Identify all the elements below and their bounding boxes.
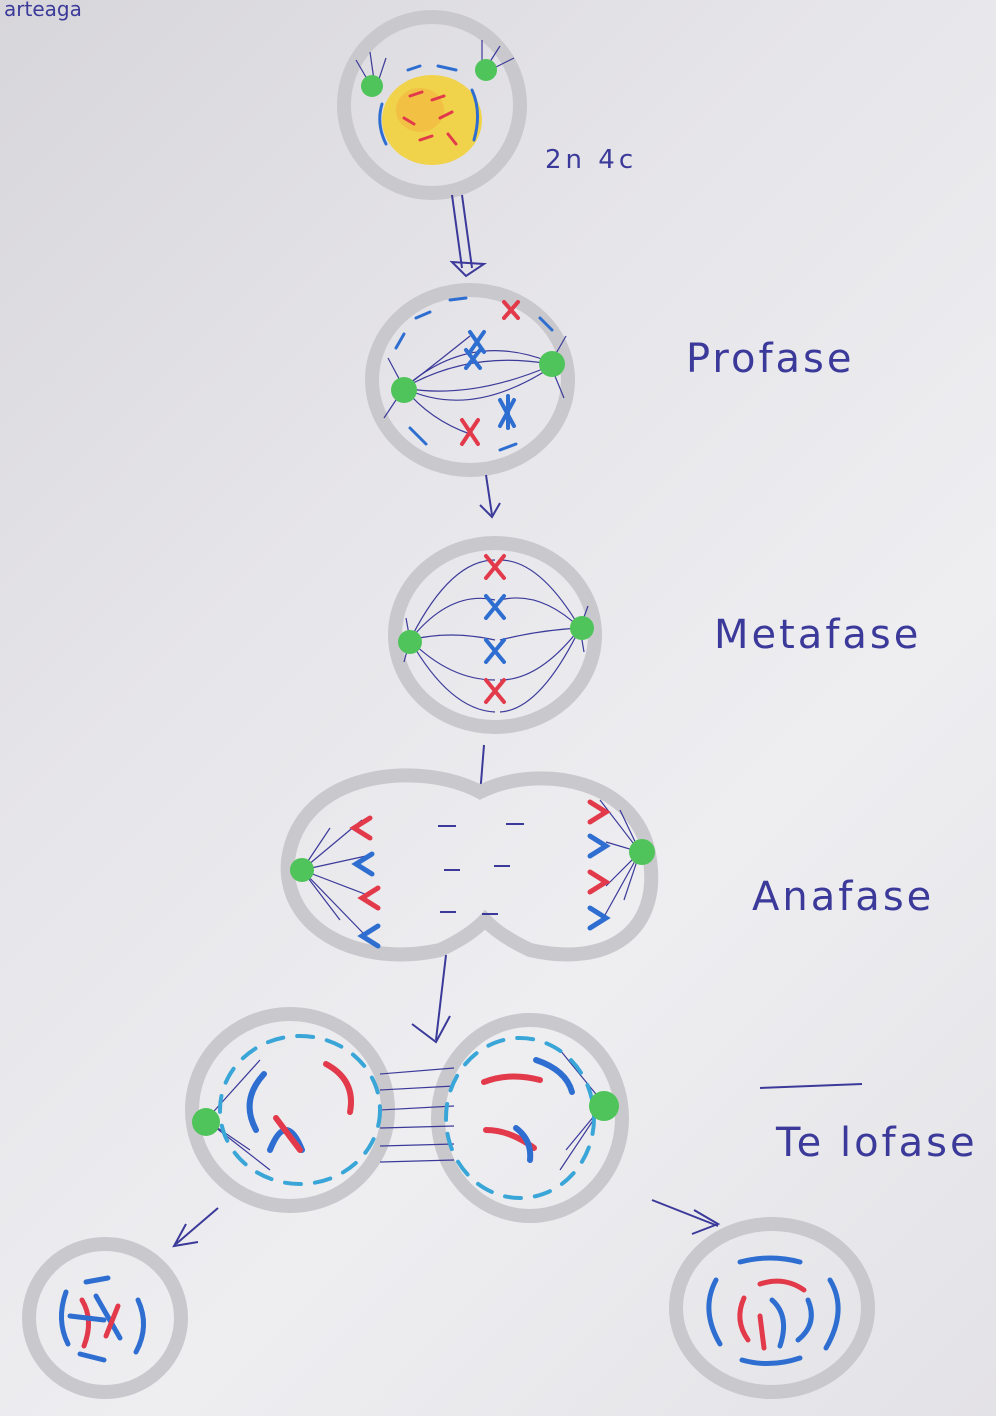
arrow-down-icon [652, 1200, 718, 1234]
centrosome-right [629, 839, 655, 865]
metaphase-cell [395, 543, 595, 727]
midbody-fibers [206, 1050, 604, 1170]
nuclear-envelope-right [446, 1038, 594, 1198]
chromosomes-prophase [462, 302, 518, 444]
centrosome-left [361, 75, 383, 97]
prophase-cell [372, 290, 568, 470]
metaphase-label: Metafase [714, 612, 921, 658]
centrosome-left [192, 1108, 220, 1136]
centrosome-left [391, 377, 417, 403]
arrow-down-icon [174, 1208, 218, 1246]
arrow-down-icon [480, 475, 500, 517]
daughter-cell-right [676, 1224, 868, 1392]
telophase-cells [192, 1014, 622, 1216]
interphase-cell [344, 17, 520, 193]
centrosome-right [589, 1091, 619, 1121]
cell-membrane [288, 775, 652, 954]
chromosomes [70, 1296, 120, 1346]
centrosome-left [398, 630, 422, 654]
centrosome-right [475, 59, 497, 81]
prophase-label: Profase [686, 336, 855, 382]
anaphase-label: Anafase [752, 874, 934, 920]
centrosome-left [290, 858, 314, 882]
centrosome-right [539, 351, 565, 377]
nuclear-envelope [709, 1258, 838, 1364]
telophase-label: Te lofase [775, 1120, 978, 1166]
cell-membrane [395, 543, 595, 727]
chromatids-right [590, 802, 606, 928]
centrosome-right [570, 616, 594, 640]
chromosomes-telophase-right [484, 1060, 572, 1160]
chromosomes-telophase-left [250, 1064, 351, 1150]
author-name: arteaga [4, 0, 82, 21]
arrow-down-icon [412, 955, 450, 1042]
arrow-down-icon [452, 195, 484, 276]
interphase-label: 2n 4c [545, 145, 637, 175]
midzone-dashes [438, 824, 524, 914]
nuclear-envelope-left [220, 1036, 380, 1184]
daughter-cell-left [29, 1244, 181, 1392]
chromosomes [740, 1281, 812, 1348]
anaphase-cell [288, 775, 655, 954]
